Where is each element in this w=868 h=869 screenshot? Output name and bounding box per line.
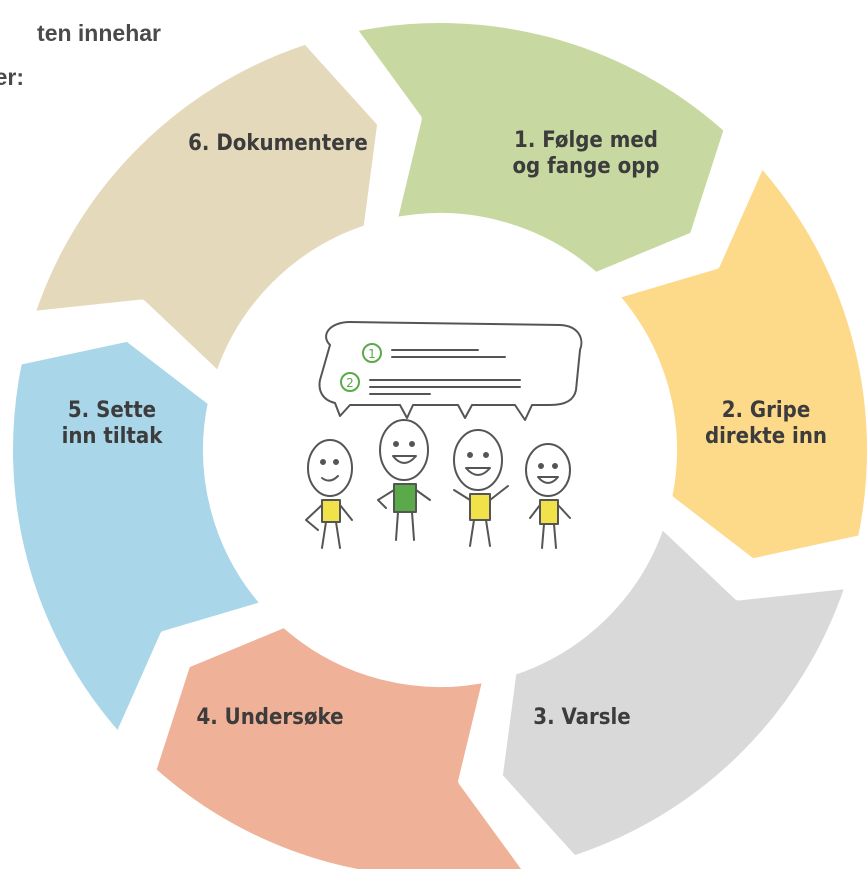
cycle-segment-1 [345,13,735,283]
step-label-2-line-1: 2. Gripe [722,398,811,423]
intro-text: ten innehar er: [0,0,200,110]
step-label-1-line-2: og fange opp [512,154,659,179]
step-label-6: 6. Dokumentere [188,131,368,156]
speech-bubble [318,321,583,421]
cycle-segments [3,13,868,869]
figure-3-icon [453,429,509,547]
intro-line-2: er: [0,64,24,90]
figure-2-icon [377,419,431,541]
cycle-segment-5 [3,331,273,745]
figure-1-icon [305,439,353,549]
list-item-1: 1 [362,343,506,363]
step-label-2-line-2: direkte inn [705,424,827,449]
intro-line-1: ten innehar [37,20,161,46]
step-label-4-line-1: 4. Undersøke [196,705,343,730]
cycle-segment-4 [145,617,534,869]
step-label-5-line-2: inn tiltak [62,424,164,449]
step-label-4: 4. Undersøke [196,705,343,730]
list-number-2: 2 [346,376,354,390]
figure-4-icon [525,443,571,549]
step-label-6-line-1: 6. Dokumentere [188,131,368,156]
cycle-segment-3 [492,516,856,866]
step-label-1-line-1: 1. Følge med [514,128,658,153]
step-label-5-line-1: 5. Sette [68,398,156,423]
discussion-illustration: 1 2 [305,321,583,549]
center-circle [208,218,668,678]
list-item-2: 2 [340,372,521,395]
step-label-3: 3. Varsle [533,705,630,730]
step-label-3-line-1: 3. Varsle [533,705,630,730]
cycle-segment-2 [607,155,868,569]
list-number-1: 1 [368,347,376,361]
